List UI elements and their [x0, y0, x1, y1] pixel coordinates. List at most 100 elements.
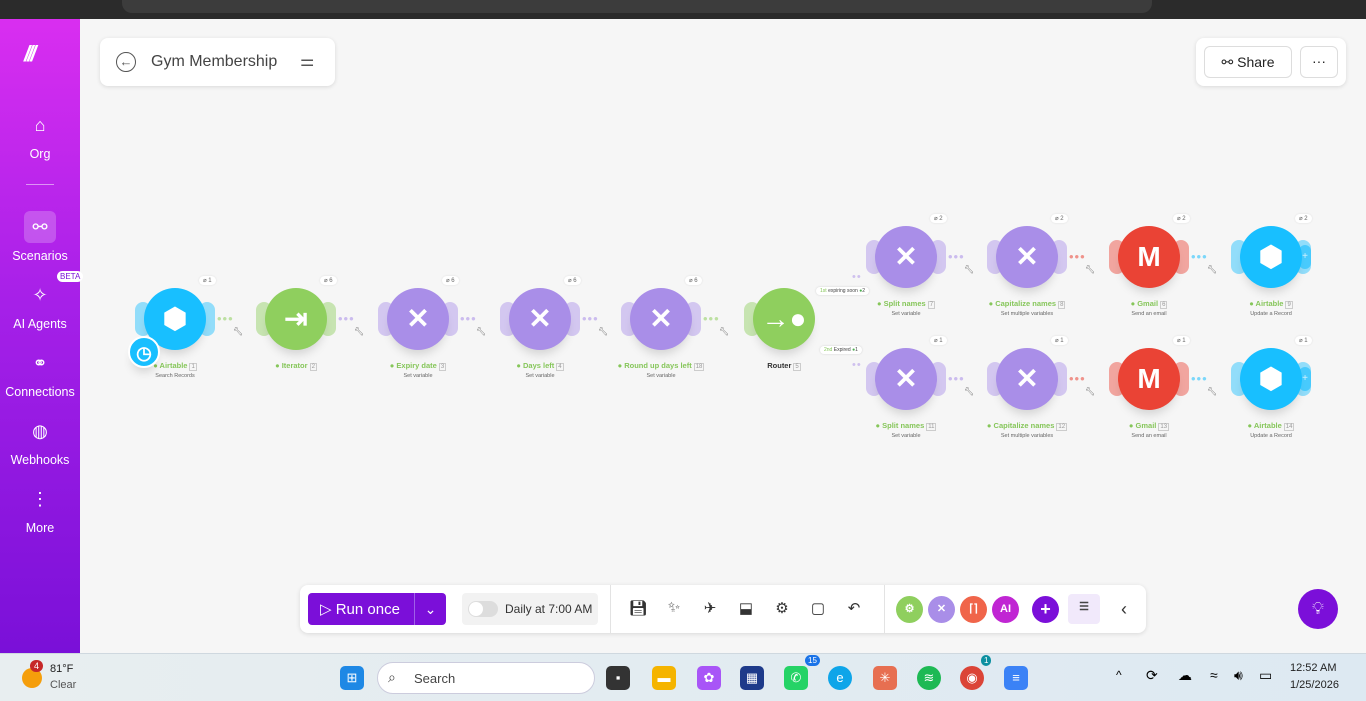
export-icon[interactable]: ⬓ — [738, 600, 754, 617]
notepad-icon[interactable]: ≡ — [1004, 666, 1028, 690]
file-explorer-icon[interactable]: ▬ — [652, 666, 676, 690]
make-logo[interactable]: /// — [24, 41, 36, 66]
module-node-tools[interactable]: ✕ — [875, 348, 937, 410]
operations-badge[interactable]: ⌀ 2 — [1051, 214, 1068, 223]
weather-widget[interactable]: 4 81°F Clear — [18, 660, 118, 694]
add-module-plus-icon[interactable]: + — [1299, 245, 1311, 269]
note-icon[interactable]: ▢ — [810, 600, 826, 617]
chrome-icon[interactable]: ◉ — [960, 666, 984, 690]
sidebar-item-more[interactable]: ⋮More — [0, 483, 80, 535]
module-node-tools[interactable]: ✕ — [630, 288, 692, 350]
text-parser-icon[interactable]: ⌈⌉ — [960, 596, 987, 623]
flow-control-icon[interactable]: ⚙ — [896, 596, 923, 623]
sync-icon[interactable]: ⟳ — [1146, 667, 1158, 683]
spotify-icon[interactable]: ≋ — [917, 666, 941, 690]
connection-dots[interactable]: ••• — [703, 311, 720, 326]
wrench-icon[interactable]: 🔧︎ — [233, 327, 244, 336]
connection-dots[interactable]: ••• — [948, 371, 965, 386]
connection-dots[interactable]: ••• — [1191, 371, 1208, 386]
address-bar[interactable] — [122, 0, 1152, 13]
magic-wand-icon[interactable]: ✨︎ — [667, 599, 681, 616]
route-filter-label[interactable]: 1st expiring soon ●2 — [816, 287, 870, 295]
operations-badge[interactable]: ⌀ 1 — [199, 276, 216, 285]
operations-badge[interactable]: ⌀ 2 — [930, 214, 947, 223]
module-node-iterator[interactable]: ⇥ — [265, 288, 327, 350]
edge-icon[interactable]: e — [828, 666, 852, 690]
connection-dots[interactable]: ••• — [582, 311, 599, 326]
chevron-up-icon[interactable]: ^ — [1116, 668, 1122, 682]
wrench-icon[interactable]: 🔧︎ — [719, 327, 730, 336]
module-node-tools[interactable]: ✕ — [509, 288, 571, 350]
undo-icon[interactable]: ↶ — [847, 600, 861, 617]
clock-date[interactable]: 1/25/2026 — [1290, 679, 1339, 691]
clock-time[interactable]: 12:52 AM — [1290, 662, 1337, 674]
module-node-tools[interactable]: ✕ — [875, 226, 937, 288]
start-icon[interactable]: ⊞ — [340, 666, 364, 690]
connection-dots[interactable]: ••• — [338, 311, 355, 326]
module-node-tools[interactable]: ✕ — [996, 348, 1058, 410]
module-node-gmail[interactable]: M — [1118, 348, 1180, 410]
operations-badge[interactable]: ⌀ 2 — [1173, 214, 1190, 223]
wrench-icon[interactable]: 🔧︎ — [354, 327, 365, 336]
chevron-left-icon[interactable]: ‹ — [1121, 599, 1127, 619]
wrench-icon[interactable]: 🔧︎ — [964, 387, 975, 396]
route-filter-label[interactable]: 2nd Expired ●1 — [820, 346, 862, 354]
module-node-airtable[interactable]: ⬢ — [1240, 226, 1302, 288]
scenario-title[interactable]: Gym Membership — [151, 53, 278, 70]
more-options-button[interactable]: ··· — [1300, 46, 1338, 78]
sidebar-item-org[interactable]: ⌂Org — [0, 109, 80, 161]
gear-icon[interactable]: ⚙︎ — [775, 600, 789, 617]
wrench-icon[interactable]: 🔧︎ — [476, 327, 487, 336]
connection-dots[interactable]: ••• — [217, 311, 234, 326]
operations-badge[interactable]: ⌀ 6 — [320, 276, 337, 285]
connection-dots[interactable]: ••• — [948, 249, 965, 264]
share-button[interactable]: ⚯ Share — [1204, 46, 1292, 78]
module-node-tools[interactable]: ✕ — [996, 226, 1058, 288]
back-arrow-icon[interactable]: ← — [116, 52, 136, 72]
cloud-icon[interactable]: ☁ — [1178, 667, 1192, 683]
wrench-icon[interactable]: 🔧︎ — [1085, 265, 1096, 274]
module-node-airtable[interactable]: ⬢ — [1240, 348, 1302, 410]
module-node-router[interactable]: →● — [753, 288, 815, 350]
store-icon[interactable]: ▦ — [740, 666, 764, 690]
operations-badge[interactable]: ⌀ 6 — [442, 276, 459, 285]
connection-dots[interactable]: ••• — [1069, 371, 1086, 386]
operations-badge[interactable]: ⌀ 1 — [1051, 336, 1068, 345]
operations-badge[interactable]: ⌀ 1 — [930, 336, 947, 345]
settings-sliders-icon[interactable]: ⚌ — [300, 53, 315, 70]
operations-badge[interactable]: ⌀ 1 — [1173, 336, 1190, 345]
operations-badge[interactable]: ⌀ 1 — [1295, 336, 1312, 345]
ai-module-icon[interactable]: AI — [992, 596, 1019, 623]
wrench-icon[interactable]: 🔧︎ — [964, 265, 975, 274]
add-module-icon[interactable]: + — [1032, 596, 1059, 623]
whatsapp-icon[interactable]: ✆ — [784, 666, 808, 690]
sidebar-item-connections[interactable]: ⚭Connections — [0, 347, 80, 399]
chevron-down-icon[interactable]: ⌄ — [414, 593, 446, 625]
battery-icon[interactable]: ▭ — [1259, 667, 1273, 683]
sidebar-item-scenarios[interactable]: ⚯Scenarios — [0, 211, 80, 263]
connection-dots[interactable]: ••• — [1069, 249, 1086, 264]
connection-dots[interactable]: ••• — [1191, 249, 1208, 264]
run-once-button[interactable]: ▷ Run once⌄ — [308, 593, 446, 625]
checklist-icon[interactable]: ☰ — [1068, 594, 1100, 624]
connection-dots[interactable]: ••• — [460, 311, 477, 326]
wrench-icon[interactable]: 🔧︎ — [598, 327, 609, 336]
module-node-tools[interactable]: ✕ — [387, 288, 449, 350]
save-icon[interactable]: 💾︎ — [628, 600, 648, 617]
operations-badge[interactable]: ⌀ 2 — [1295, 214, 1312, 223]
lightbulb-icon[interactable]: 💡︎ — [1298, 589, 1338, 629]
operations-badge[interactable]: ⌀ 6 — [564, 276, 581, 285]
add-module-plus-icon[interactable]: + — [1299, 367, 1311, 391]
tools-icon[interactable]: ✕ — [928, 596, 955, 623]
app-icon[interactable]: ✳ — [873, 666, 897, 690]
wifi-icon[interactable]: ≈ — [1210, 667, 1218, 683]
task-view-icon[interactable]: ▪ — [606, 666, 630, 690]
wrench-icon[interactable]: 🔧︎ — [1207, 387, 1218, 396]
operations-badge[interactable]: ⌀ 6 — [685, 276, 702, 285]
volume-icon[interactable]: 🔊︎ — [1234, 667, 1243, 683]
wrench-icon[interactable]: 🔧︎ — [1085, 387, 1096, 396]
schedule-toggle[interactable] — [468, 601, 498, 617]
wrench-icon[interactable]: 🔧︎ — [1207, 265, 1218, 274]
copilot-icon[interactable]: ✿ — [697, 666, 721, 690]
